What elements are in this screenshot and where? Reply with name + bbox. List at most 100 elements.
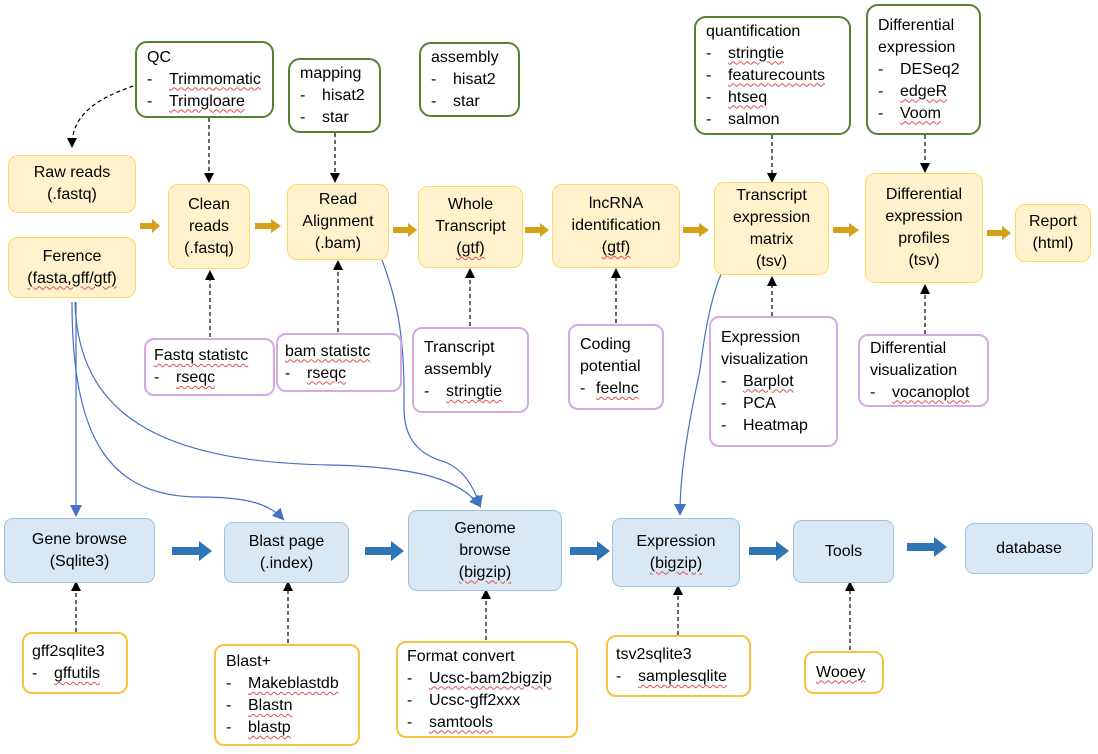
coding-potential-title-1: Coding xyxy=(580,336,631,353)
whole-transcript-line: Whole xyxy=(447,196,494,213)
format-convert-item: -Ucsc-bam2bigzip xyxy=(407,669,552,687)
qc-title: QC xyxy=(147,48,171,66)
coding-potential-title-2: potential xyxy=(580,358,641,375)
transcript-assembly-title-1: Transcript xyxy=(424,339,495,356)
qc-tool-box: QC -Trimmomatic -Trimgloare xyxy=(135,41,274,118)
quantification-title: quantification xyxy=(706,22,801,40)
fastq-stat-title: Fastq statistc xyxy=(154,347,249,364)
clean-reads-line: reads xyxy=(188,217,230,235)
database-box: database xyxy=(965,523,1093,574)
gff2sqlite3-item: -gffutils xyxy=(32,665,100,682)
raw-reads-box: Raw reads (.fastq) xyxy=(8,155,136,213)
expression-box: Expression (bigzip) xyxy=(612,518,740,587)
ference-label: Ference xyxy=(42,247,102,265)
gold-arrow-7 xyxy=(987,226,1011,240)
blue-arrow-4 xyxy=(749,541,789,561)
diff-vis-title-2: visualization xyxy=(870,361,958,379)
blast-page-box: Blast page (.index) xyxy=(224,522,349,583)
transcript-matrix-format: (tsv) xyxy=(755,252,788,270)
blue-arrow-2 xyxy=(365,541,404,561)
format-convert-title: Format convert xyxy=(407,647,515,665)
diff-profiles-format: (tsv) xyxy=(908,252,940,269)
diff-profiles-line: Differential xyxy=(885,186,963,203)
quantification-tool-box: quantification -stringtie -featurecounts… xyxy=(694,16,851,135)
de-item: -edgeR xyxy=(878,82,948,100)
gold-arrow-6 xyxy=(833,223,859,237)
blast-plus-item: -blastp xyxy=(226,719,291,736)
report-box: Report (html) xyxy=(1015,204,1091,262)
genome-browse-box: Genome browse (bigzip) xyxy=(408,510,562,591)
transcript-matrix-line: expression xyxy=(732,208,811,226)
expression-vis-title-2: visualization xyxy=(721,350,809,368)
wooey-box: Wooey xyxy=(804,651,884,694)
qc-item: -Trimmomatic xyxy=(147,70,261,88)
clean-reads-box: Clean reads (.fastq) xyxy=(168,184,250,269)
de-title-2: expression xyxy=(878,38,956,56)
report-label: Report xyxy=(1028,213,1078,230)
assembly-item: -hisat2 xyxy=(431,70,496,88)
genome-browse-format: (bigzip) xyxy=(458,563,512,581)
gff2sqlite3-box: gff2sqlite3 -gffutils xyxy=(22,632,128,694)
bam-stat-box: bam statistc -rseqc xyxy=(276,333,402,392)
genome-browse-line: browse xyxy=(459,541,511,559)
database-label: database xyxy=(996,539,1062,557)
diff-vis-box: Differential visualization -vocanoplot xyxy=(858,334,989,407)
blast-page-label: Blast page xyxy=(248,532,325,550)
lncrna-line: lncRNA xyxy=(588,195,644,212)
fastq-stat-box: Fastq statistc -rseqc xyxy=(144,338,275,396)
mapping-tool-box: mapping -hisat2 -star xyxy=(288,58,381,133)
read-alignment-format: (.bam) xyxy=(314,235,362,252)
tsv2sqlite3-box: tsv2sqlite3 -samplesqlite xyxy=(606,635,751,697)
transcript-matrix-line: Transcript xyxy=(736,186,807,204)
expression-label: Expression xyxy=(636,532,716,550)
fastq-stat-item: -rseqc xyxy=(154,369,216,386)
pipeline-arrows xyxy=(140,219,1011,240)
ference-format: (fasta,gff/gtf) xyxy=(27,269,117,287)
tools-box: Tools xyxy=(793,520,894,583)
clean-reads-line: Clean xyxy=(188,195,230,213)
mapping-item: -hisat2 xyxy=(300,86,365,104)
read-alignment-box: Read Alignment (.bam) xyxy=(287,184,389,260)
blast-plus-item: -Blastn xyxy=(226,697,293,714)
raw-reads-format: (.fastq) xyxy=(47,186,97,203)
diff-vis-title-1: Differential xyxy=(870,339,947,357)
quantification-item: -salmon xyxy=(706,110,780,128)
expression-vis-box: Expression visualization -Barplot -PCA -… xyxy=(709,316,838,447)
transcript-assembly-title-2: assembly xyxy=(424,361,492,378)
database-arrows xyxy=(172,537,947,561)
quantification-item: -featurecounts xyxy=(706,66,825,84)
blue-arrow-5 xyxy=(907,537,947,557)
blue-arrow-1 xyxy=(172,541,212,561)
gold-arrow-1 xyxy=(140,219,160,233)
gene-browse-format: (Sqlite3) xyxy=(49,552,110,570)
whole-transcript-format: (gtf) xyxy=(456,240,485,257)
gene-browse-box: Gene browse (Sqlite3) xyxy=(4,518,155,583)
bam-stat-title: bam statistc xyxy=(285,342,371,360)
format-convert-item: -samtools xyxy=(407,713,494,731)
quantification-item: -stringtie xyxy=(706,44,785,62)
blue-line-align-to-genome xyxy=(381,259,483,508)
report-format: (html) xyxy=(1032,235,1074,252)
expression-vis-title-1: Expression xyxy=(721,328,801,346)
qc-item: -Trimgloare xyxy=(147,92,245,110)
diff-profiles-line: expression xyxy=(885,208,963,225)
gold-arrow-4 xyxy=(525,223,549,237)
lncrna-box: lncRNA identification (gtf) xyxy=(552,184,680,268)
expression-vis-item: -PCA xyxy=(721,394,776,412)
mapping-title: mapping xyxy=(300,64,362,82)
blue-arrow-3 xyxy=(570,541,610,561)
blast-page-format: (.index) xyxy=(259,554,314,572)
expression-vis-item: -Barplot xyxy=(721,372,794,390)
ference-box: Ference (fasta,gff/gtf) xyxy=(8,237,136,298)
gff2sqlite3-title: gff2sqlite3 xyxy=(32,643,105,660)
assembly-tool-box: assembly -hisat2 -star xyxy=(419,42,520,117)
diff-profiles-line: profiles xyxy=(898,230,950,247)
raw-reads-label: Raw reads xyxy=(33,164,111,181)
gold-arrow-5 xyxy=(683,223,709,237)
read-alignment-line: Read xyxy=(318,191,358,208)
read-alignment-line: Alignment xyxy=(302,213,374,230)
coding-potential-box: Coding potential -feelnc xyxy=(568,324,664,410)
coding-potential-item: -feelnc xyxy=(580,380,639,397)
whole-transcript-line: Transcript xyxy=(435,218,506,235)
